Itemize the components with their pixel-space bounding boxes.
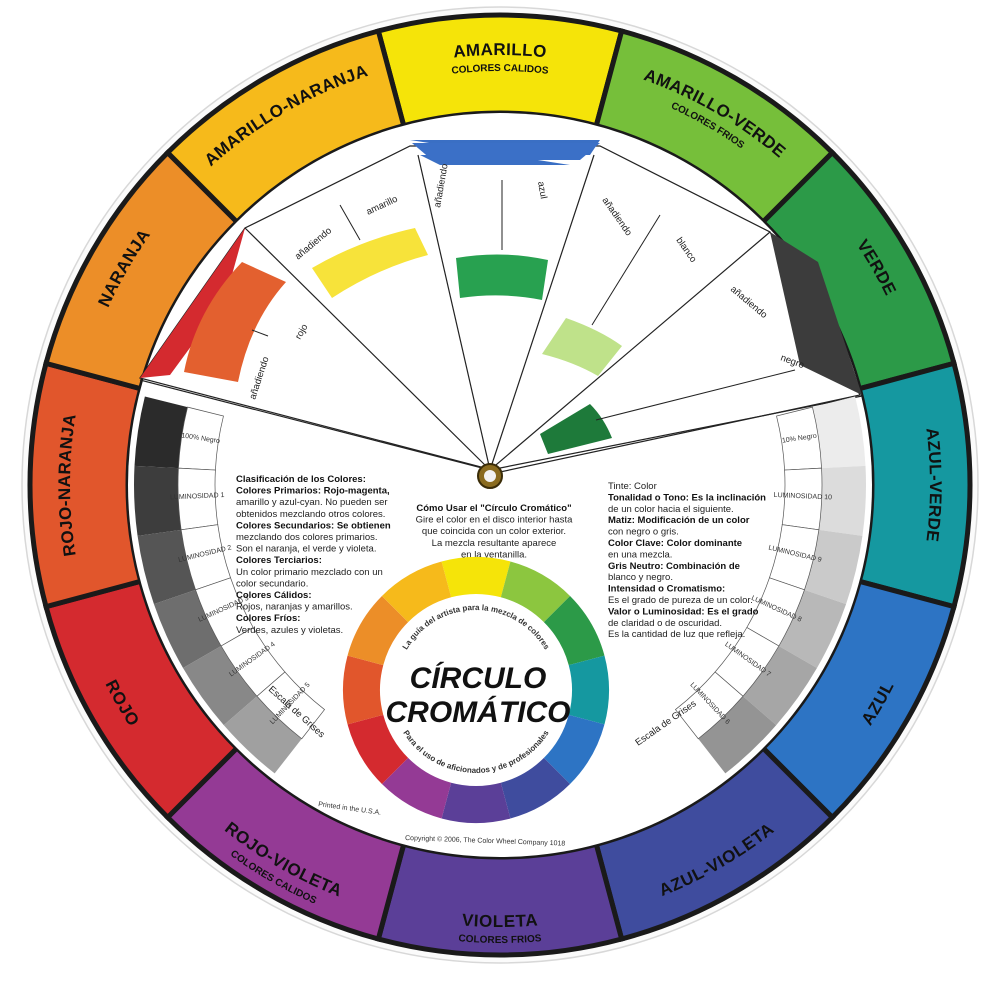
inner-segment-5[interactable] [500, 757, 571, 819]
gray-right-swatch-0 [812, 396, 866, 469]
outer-segment-azul-verde[interactable] [856, 360, 973, 610]
inner-segment-3[interactable] [568, 655, 609, 725]
inner-segment-2[interactable] [543, 595, 605, 666]
left-text-l13: Verdes, azules y violetas. [236, 625, 343, 636]
gray-left-step-1: LUMINOSIDAD 1 [170, 492, 225, 501]
inner-segment-7[interactable] [381, 757, 452, 819]
outer-sub-label-0: COLORES CALIDOS [451, 63, 549, 77]
inner-segment-11[interactable] [381, 561, 452, 623]
right-text-l7: en una mezcla. [608, 549, 672, 560]
right-text-l14: Es la cantidad de luz que refleja. [608, 629, 745, 640]
left-text-l5: mezclando dos colores primarios. [236, 532, 378, 543]
wheel-title-line2: CROMÁTICO [386, 695, 571, 729]
mixing-windows: añadiendo azul añadiendo blanco añadiend… [139, 140, 863, 473]
left-text-l11: Rojos, naranjas y amarillos. [236, 602, 353, 613]
center-text-heading: Cómo Usar el "Círculo Cromático" [416, 503, 571, 514]
window-label-a1b: azul [535, 181, 549, 200]
left-text-l12: Colores Fríos: [236, 613, 300, 624]
dark-green-swatch [540, 404, 612, 454]
gray-left-swatch-2 [137, 529, 196, 605]
gray-right-step-1: LUMINOSIDAD 10 [773, 492, 832, 502]
inner-segment-9[interactable] [343, 655, 384, 725]
usage-text: Cómo Usar el "Círculo Cromático"Gire el … [416, 503, 574, 560]
gray-left-swatch-1 [133, 465, 182, 536]
gray-right-swatch-1 [818, 465, 866, 536]
outer-label-6: VIOLETA [461, 910, 538, 931]
gray-left-cell-2 [180, 524, 231, 591]
left-text-l2: amarillo y azul-cyan. No pueden ser [236, 497, 388, 508]
gray-left-cell-4 [220, 627, 286, 697]
left-text-l4: Colores Secundarios: Se obtienen [236, 520, 391, 531]
green-swatch [456, 254, 548, 300]
left-text-l1: Colores Primarios: Rojo-magenta, [236, 486, 390, 497]
gray-right-cell-5 [674, 671, 744, 740]
left-text-l9: color secundario. [236, 578, 308, 589]
inner-segment-10[interactable] [347, 595, 409, 666]
right-text-l11: Es el grado de pureza de un color. [608, 595, 753, 606]
dark-window-strip [770, 232, 862, 395]
outer-sub-label-6: COLORES FRIOS [458, 933, 542, 946]
inner-wheel-center [381, 595, 571, 785]
gray-left-swatch-0 [134, 396, 188, 469]
inner-segment-8[interactable] [347, 714, 409, 785]
gray-left-swatch-4 [183, 646, 257, 726]
left-text-l3: obtenidos mezclando otros colores. [236, 509, 385, 520]
right-text-l9: blanco y negro. [608, 572, 673, 583]
right-text-l4: Matiz: Modificación de un color [608, 515, 750, 526]
outer-label-3: AZUL-VERDE [922, 427, 945, 543]
gray-right-swatch-4 [743, 646, 817, 726]
center-text-l4: en la ventanilla. [461, 549, 527, 560]
right-text-l5: con negro o gris. [608, 527, 679, 538]
gray-left-cell-3 [195, 577, 254, 647]
light-green-swatch [542, 318, 622, 376]
wheel-title-line1: CÍRCULO [410, 661, 547, 695]
gray-left-swatch-5 [223, 696, 302, 774]
gray-right-swatch-3 [778, 589, 847, 668]
left-text-l6: Son el naranja, el verde y violeta. [236, 544, 376, 555]
gray-left-cell-1 [177, 467, 219, 531]
red-window-strip [140, 228, 245, 378]
classification-text: Clasificación de los Colores:Colores Pri… [236, 474, 391, 636]
orange-swatch [184, 262, 286, 382]
center-text-l2: que coincida con un color exterior. [422, 526, 566, 537]
outer-label-0: AMARILLO [452, 40, 547, 61]
right-text-l6: Color Clave: Color dominante [608, 538, 742, 549]
left-text-l10: Colores Cálidos: [236, 590, 312, 601]
gray-left-cell-5 [256, 671, 326, 740]
right-text-l3: de un color hacia el siguiente. [608, 504, 734, 515]
right-text-l2: Tonalidad o Tono: Es la inclinación [608, 492, 766, 503]
center-text-l3: La mezcla resultante aparece [432, 538, 557, 549]
right-text-l13: de claridad o de oscuridad. [608, 618, 722, 629]
center-text-l1: Gire el color en el disco interior hasta [416, 515, 574, 526]
right-text-l12: Valor o Luminosidad: Es el grado [608, 606, 759, 617]
right-text-l8: Gris Neutro: Combinación de [608, 561, 740, 572]
inner-segment-4[interactable] [543, 714, 605, 785]
gray-right-swatch-2 [804, 529, 863, 605]
gray-left-cell-0 [178, 406, 224, 471]
right-text-l1: Tinte: Color [608, 481, 657, 492]
gray-right-swatch-5 [698, 696, 777, 774]
right-text-l10: Intensidad o Cromatismo: [608, 584, 725, 595]
inner-segment-0[interactable] [441, 557, 511, 598]
gray-left-swatch-3 [153, 589, 222, 668]
window-panel [139, 145, 861, 473]
inner-segment-6[interactable] [441, 782, 511, 823]
inner-segment-1[interactable] [500, 561, 571, 623]
left-text-l7: Colores Terciarios: [236, 555, 322, 566]
inner-color-wheel[interactable] [343, 557, 609, 823]
outer-segment-rojo-naranja[interactable] [27, 360, 144, 610]
left-text-heading: Clasificación de los Colores: [236, 474, 366, 485]
yellow-swatch [312, 228, 428, 298]
left-text-l8: Un color primario mezclado con un [236, 567, 383, 578]
